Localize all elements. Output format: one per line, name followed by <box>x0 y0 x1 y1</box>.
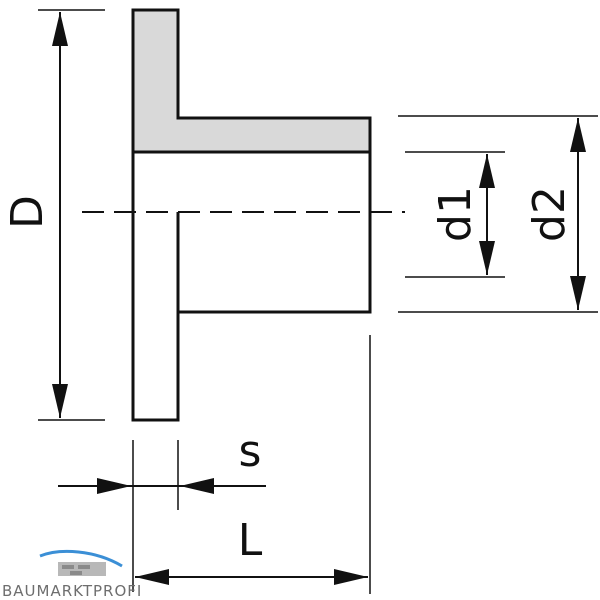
label-d1: d1 <box>430 186 481 242</box>
d2-arrow-top <box>570 118 586 152</box>
s-arrow-right <box>180 478 214 494</box>
logo-text: BAUMARKTPROFI <box>2 582 142 600</box>
logo-brick-icon <box>70 571 82 575</box>
d1-arrow-bottom <box>479 241 495 275</box>
logo-brick-icon <box>78 565 90 569</box>
d2-arrow-bottom <box>570 276 586 310</box>
d-arrow-top <box>52 12 68 46</box>
l-arrow-right <box>334 569 368 585</box>
label-s: s <box>239 426 262 477</box>
d1-arrow-top <box>479 154 495 188</box>
d-arrow-bottom <box>52 384 68 418</box>
l-arrow-left <box>135 569 169 585</box>
logo-brick-icon <box>62 565 74 569</box>
label-L: L <box>238 515 263 566</box>
baumarktprofi-logo: BAUMARKTPROFI <box>2 549 142 600</box>
part-outline <box>131 8 372 422</box>
s-arrow-left <box>97 478 131 494</box>
label-D: D <box>2 195 53 229</box>
label-d2: d2 <box>524 186 575 242</box>
section-fill <box>133 10 370 152</box>
logo-roof-icon <box>39 549 123 568</box>
